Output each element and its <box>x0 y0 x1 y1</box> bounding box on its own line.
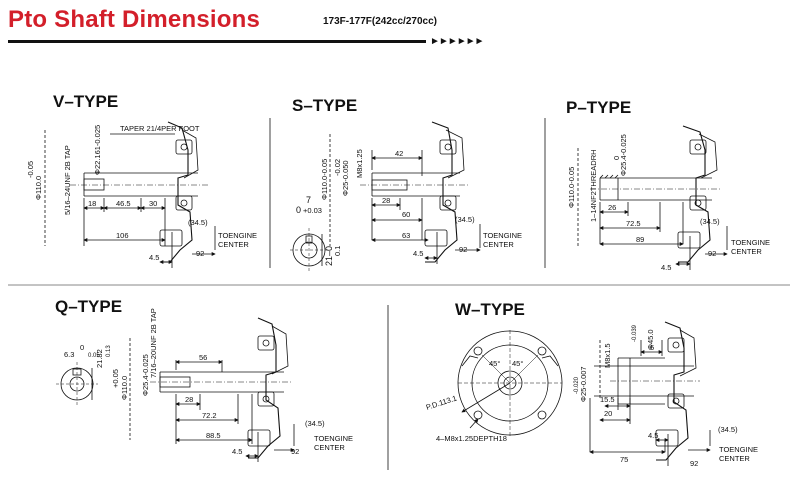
w-type-drawing <box>457 321 711 466</box>
p-center: CENTER <box>731 247 762 256</box>
v-thread: 5/16–24UNF 2B TAP <box>63 145 72 215</box>
w-tol-main: -0.020 <box>574 376 580 394</box>
w-angle-1: 45° <box>489 359 500 368</box>
page-subtitle: 173F-177F(242cc/270cc) <box>323 16 437 27</box>
w-holes: 4–M8x1.25DEPTH18 <box>436 434 507 443</box>
w-dim-15-5: 15.5 <box>600 395 615 404</box>
p-type-drawing <box>577 125 728 270</box>
p-to-engine: TOENGINE <box>731 238 770 247</box>
q-key-21-tol: 0.13 <box>106 345 112 357</box>
s-key-21: 21–0 <box>324 246 334 266</box>
s-key-0: 0 <box>296 205 301 215</box>
q-dim-34-5: (34.5) <box>305 419 325 428</box>
w-dim-6: 6 <box>650 343 654 352</box>
title-underline <box>8 40 426 43</box>
s-dim-34-5: (34.5) <box>455 215 475 224</box>
q-diam-main: Φ110.0 <box>120 376 129 400</box>
s-key-21-tol: 0.1 <box>333 246 342 256</box>
w-to-engine: TOENGINE <box>719 445 758 454</box>
v-center: CENTER <box>218 240 249 249</box>
v-tol-main: -0.05 <box>26 161 35 178</box>
s-thread: M8x1.25 <box>355 149 364 178</box>
s-key-7: 7 <box>306 195 311 205</box>
w-dim-4-5: 4.5 <box>648 431 658 440</box>
v-dim-30: 30 <box>149 199 157 208</box>
v-dim-34-5: (34.5) <box>188 218 208 227</box>
s-dim-60: 60 <box>402 210 410 219</box>
s-type-drawing <box>290 121 481 272</box>
q-dim-28: 28 <box>185 395 193 404</box>
chevron-arrows-icon: ►►►►►► <box>430 36 484 47</box>
p-diam-shaft: Φ25.4-0.025 <box>619 134 628 176</box>
q-dim-72-2: 72.2 <box>202 411 217 420</box>
p-thread: 1–14NF2THREADRH <box>589 149 598 222</box>
w-thread: M8x1.5 <box>603 343 612 368</box>
s-to-engine: TOENGINE <box>483 231 522 240</box>
q-type-title: Q–TYPE <box>55 297 123 316</box>
p-diam-main: Φ110.0-0.05 <box>567 167 576 208</box>
q-thread: 7/16–20UNF 2B TAP <box>149 308 158 378</box>
s-center: CENTER <box>483 240 514 249</box>
q-type-drawing <box>56 317 295 462</box>
w-type-title: W–TYPE <box>455 300 525 319</box>
s-dim-42: 42 <box>395 149 403 158</box>
q-dim-56: 56 <box>199 353 207 362</box>
v-type-drawing <box>44 121 216 268</box>
v-type-title: V–TYPE <box>53 92 119 111</box>
p-dim-26: 26 <box>608 203 616 212</box>
p-dim-89: 89 <box>636 235 644 244</box>
w-dim-75: 75 <box>620 455 628 464</box>
q-dim-92: 92 <box>291 447 299 456</box>
q-diam-shaft: Φ25.4-0.025 <box>141 354 150 396</box>
p-dim-92: 92 <box>708 249 716 258</box>
q-dim-88-5: 88.5 <box>206 431 221 440</box>
s-dim-63: 63 <box>402 231 410 240</box>
p-type-title: P–TYPE <box>566 98 632 117</box>
v-diam-main: Φ110.0 <box>34 176 43 200</box>
v-diam-shaft: Φ22.161-0.025 <box>93 125 102 175</box>
v-dim-106: 106 <box>116 231 129 240</box>
p-dim-34-5: (34.5) <box>700 217 720 226</box>
v-dim-18: 18 <box>88 199 96 208</box>
w-pitch-diameter: P.D.113.1 <box>425 394 458 412</box>
s-diam-shaft: Φ25-0.050 <box>341 160 350 196</box>
q-key-0: 0 <box>80 343 84 352</box>
s-tol: -0.02 <box>333 159 342 176</box>
w-dim-92: 92 <box>690 459 698 468</box>
s-dim-92: 92 <box>459 245 467 254</box>
v-dim-4-5: 4.5 <box>149 253 159 262</box>
w-dim-34-5: (34.5) <box>718 425 738 434</box>
w-angle-2: 45° <box>512 359 523 368</box>
w-diam-45: Φ45.0 <box>646 329 655 350</box>
q-key-6-3: 6.3 <box>64 350 74 359</box>
s-key-tol: +0.03 <box>303 206 322 215</box>
q-center: CENTER <box>314 443 345 452</box>
p-tol: 0 <box>612 156 621 160</box>
q-key-21: 21.82 <box>95 349 104 368</box>
s-dim-28: 28 <box>382 196 390 205</box>
page-title: Pto Shaft Dimensions <box>8 6 261 33</box>
q-dim-4-5: 4.5 <box>232 447 242 456</box>
q-key-tol: 0.05 <box>88 353 100 359</box>
p-dim-4-5: 4.5 <box>661 263 671 272</box>
v-dim-92: 92 <box>196 249 204 258</box>
q-to-engine: TOENGINE <box>314 434 353 443</box>
s-diam-main: Φ110.0-0.05 <box>320 159 329 200</box>
s-dim-4-5: 4.5 <box>413 249 423 258</box>
v-to-engine: TOENGINE <box>218 231 257 240</box>
w-center: CENTER <box>719 454 750 463</box>
w-tol-45: -0.039 <box>632 324 638 342</box>
s-type-title: S–TYPE <box>292 96 358 115</box>
w-diam-main: Φ25-0.007 <box>579 366 588 402</box>
q-tol-main: +0.05 <box>111 369 120 388</box>
w-dim-20: 20 <box>604 409 612 418</box>
v-taper-label: TAPER 21/4PER FOOT <box>120 124 200 133</box>
p-dim-72-5: 72.5 <box>626 219 641 228</box>
v-dim-46-5: 46.5 <box>116 199 131 208</box>
